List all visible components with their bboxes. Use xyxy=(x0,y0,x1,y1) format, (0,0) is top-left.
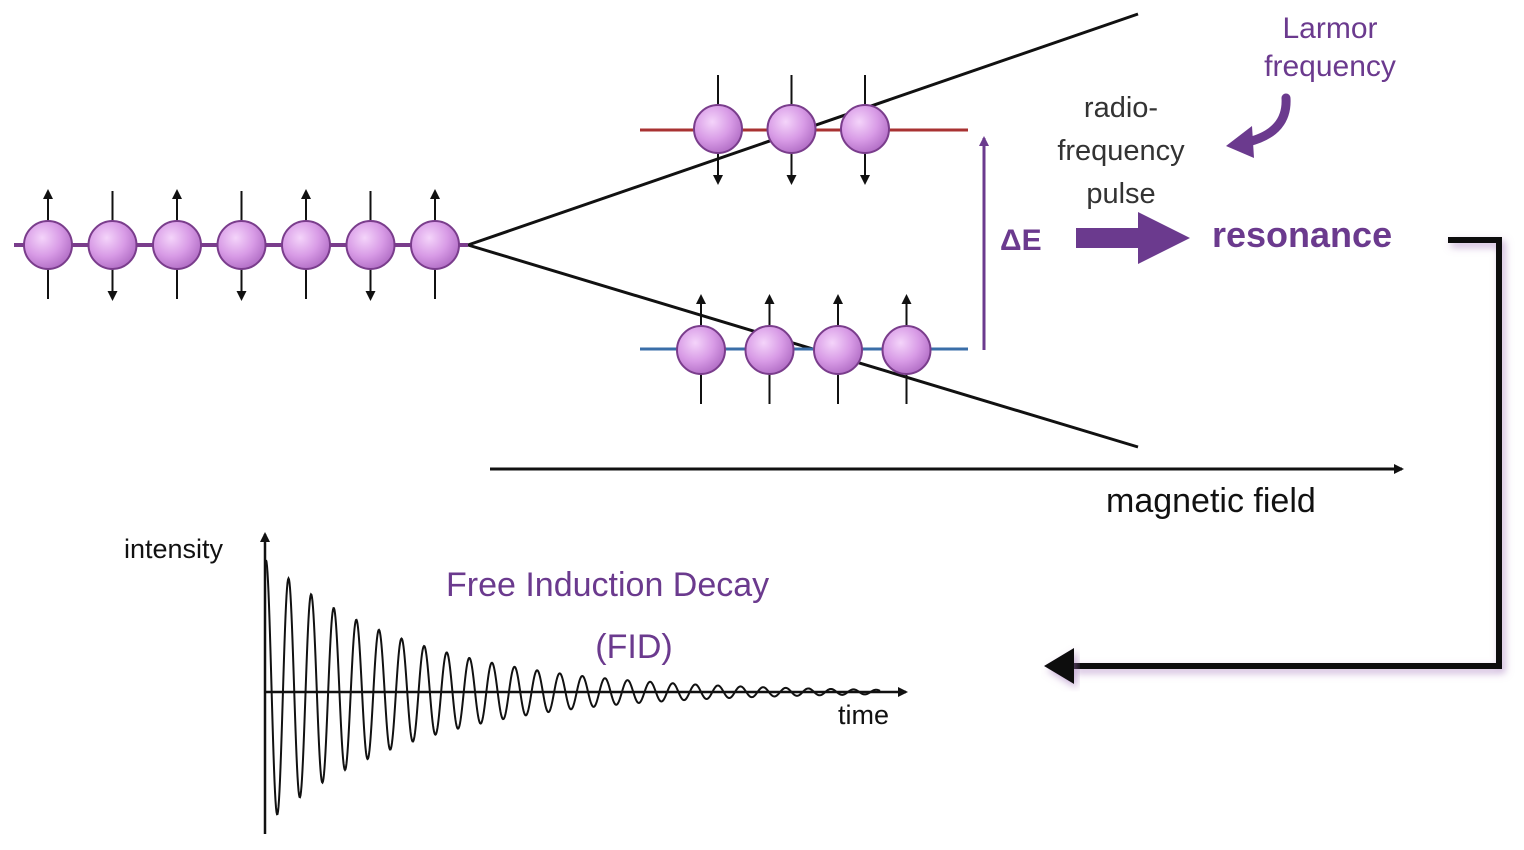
nucleus-sphere xyxy=(881,325,932,375)
larmor-label-line1: Larmor xyxy=(1282,12,1378,45)
connector-arrowhead xyxy=(1044,648,1074,684)
initial-spin xyxy=(345,191,396,301)
nucleus-sphere xyxy=(87,220,138,270)
resonance-to-fid-connector xyxy=(1072,237,1502,669)
magnetic-field-label: magnetic field xyxy=(1106,482,1316,520)
rf-pulse-label-line3: pulse xyxy=(1086,178,1156,210)
resonance-arrow xyxy=(1076,212,1190,264)
delta-e-label: ΔE xyxy=(1000,224,1042,257)
lower-level-spin xyxy=(676,294,726,404)
resonance-label: resonance xyxy=(1212,214,1393,255)
nucleus-sphere xyxy=(23,220,73,270)
rf-pulse-label-line2: frequency xyxy=(1057,135,1185,167)
spins-upper-group xyxy=(693,75,890,185)
time-axis-label: time xyxy=(838,700,890,730)
initial-spin xyxy=(152,189,202,299)
fid-abbrev: (FID) xyxy=(595,628,673,666)
upper-level-spin xyxy=(840,75,890,185)
larmor-curved-arrow xyxy=(1243,93,1291,147)
initial-spin xyxy=(87,191,138,301)
spins-initial-group xyxy=(23,189,460,301)
upper-level-spin xyxy=(766,75,817,185)
fid-decay-curve xyxy=(265,559,881,816)
initial-spin xyxy=(410,189,460,299)
nucleus-sphere xyxy=(766,104,817,154)
spins-lower-group xyxy=(676,294,932,404)
lower-level-spin xyxy=(881,294,932,404)
nucleus-sphere xyxy=(281,220,331,270)
larmor-curved-arrow-head xyxy=(1226,126,1254,158)
lower-split-line xyxy=(467,243,1139,449)
fid-title: Free Induction Decay xyxy=(446,566,770,604)
initial-spin xyxy=(216,191,267,301)
nucleus-sphere xyxy=(152,220,202,270)
nucleus-sphere xyxy=(693,104,743,154)
intensity-axis-label: intensity xyxy=(124,534,224,564)
nucleus-sphere xyxy=(345,220,396,270)
rf-pulse-label-line1: radio- xyxy=(1083,92,1159,124)
nucleus-sphere xyxy=(216,220,267,270)
lower-level-spin xyxy=(744,294,795,404)
initial-spin xyxy=(281,189,331,299)
upper-level-spin xyxy=(693,75,743,185)
nucleus-sphere xyxy=(813,325,863,375)
initial-spin xyxy=(23,189,73,299)
nucleus-sphere xyxy=(676,325,726,375)
nucleus-sphere xyxy=(410,220,460,270)
lower-level-spin xyxy=(813,294,863,404)
nucleus-sphere xyxy=(744,325,795,375)
larmor-label-line2: frequency xyxy=(1264,50,1396,83)
nucleus-sphere xyxy=(840,104,890,154)
